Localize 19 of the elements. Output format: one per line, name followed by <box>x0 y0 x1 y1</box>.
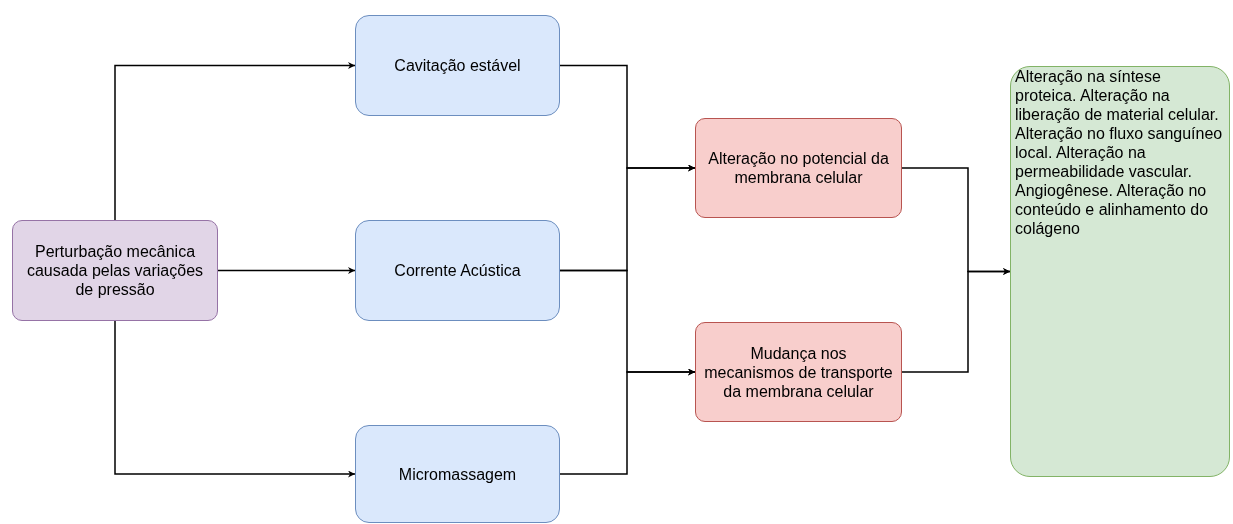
arrow <box>901 268 1011 373</box>
process-box <box>695 118 902 218</box>
process-box <box>12 220 218 321</box>
process-box <box>695 322 902 422</box>
node-text: Corrente Acústica <box>394 261 521 280</box>
process-box <box>355 15 560 116</box>
process-box <box>355 220 560 321</box>
process-box <box>355 425 560 523</box>
arrow <box>559 368 696 475</box>
outcome-box <box>1010 66 1230 477</box>
node-text: Perturbação mecânica causada pelas variações de pressão <box>25 242 205 299</box>
node-text: Micromassagem <box>398 464 517 484</box>
arrow <box>114 62 356 221</box>
arrow <box>217 267 356 274</box>
arrow <box>114 320 356 478</box>
node-text: Alteração na síntese proteica. Alteração na liberação de material celular. Alteração no fluxo sanguíneo local. Alteração na permeabilidade vascular. Angiogênese. Alteração no conteúdo e alinhamento do colágeno <box>1015 67 1223 238</box>
node-text: Mudança nos mecanismos de transporte da membrana celular <box>704 343 893 401</box>
node-text: Cavitação estável <box>394 56 521 75</box>
node-text: Alteração no potencial da membrana celular <box>707 149 890 187</box>
